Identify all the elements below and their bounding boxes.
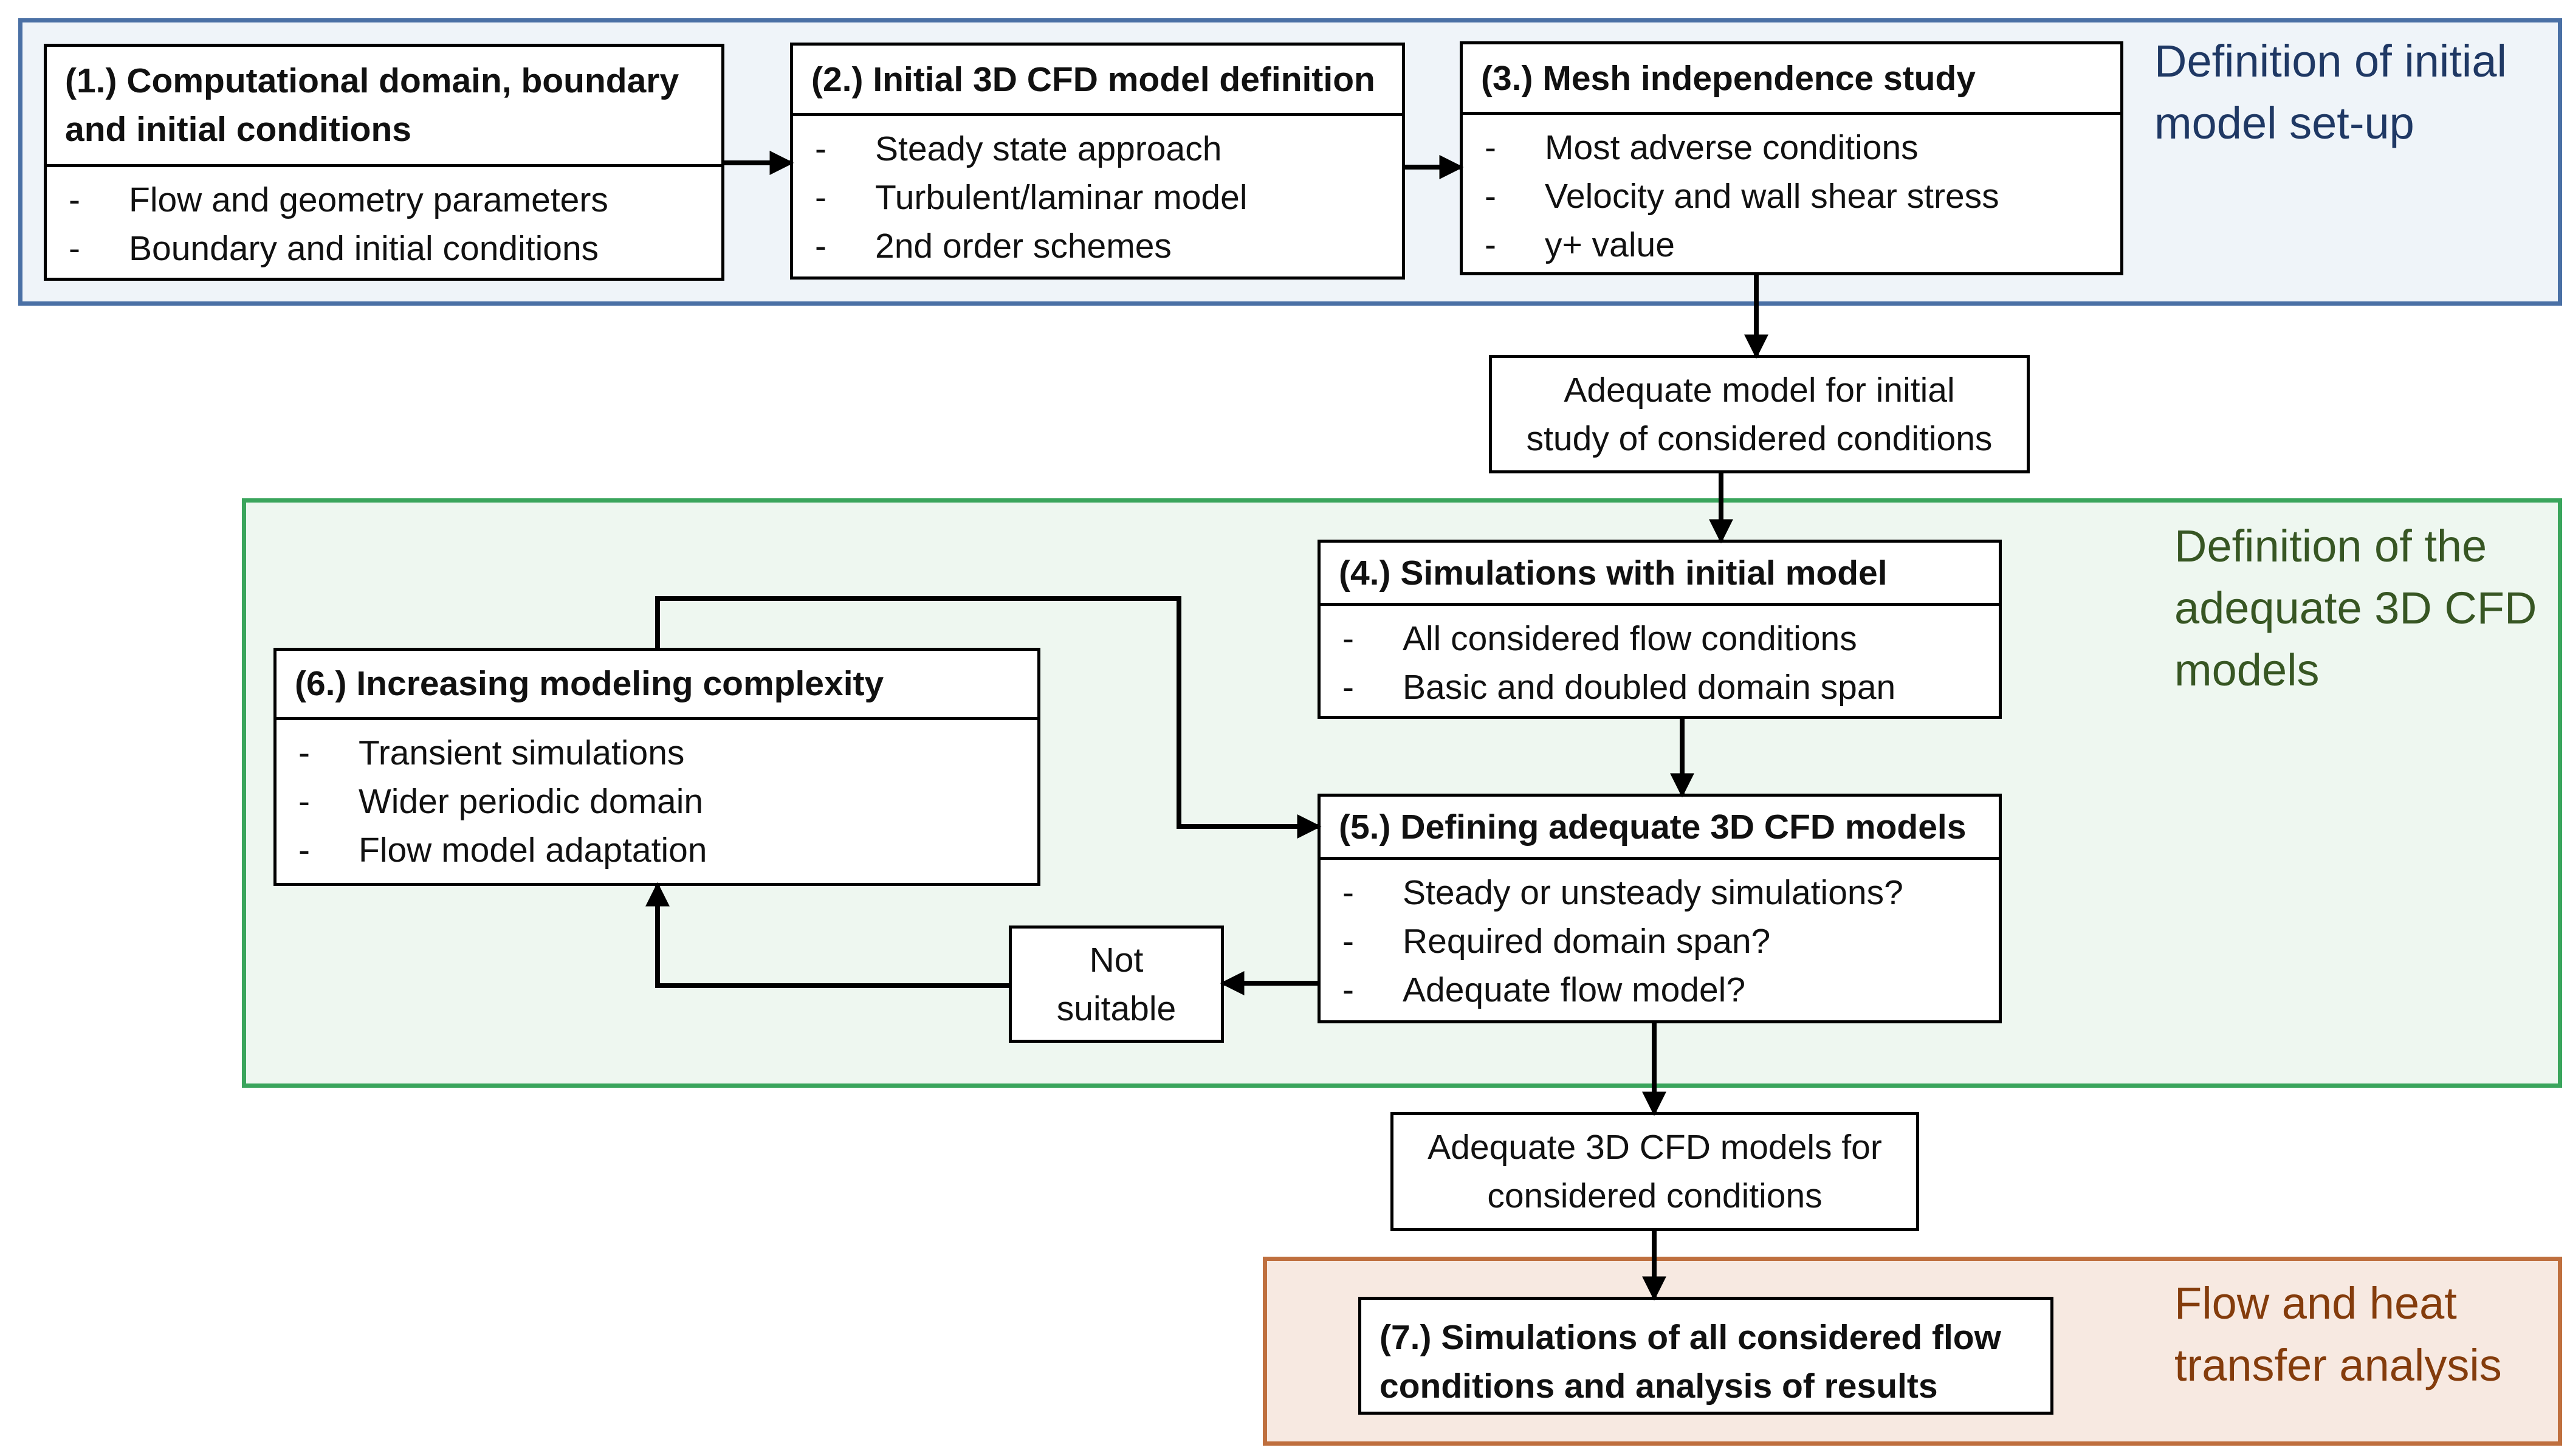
step-5-list: Steady or unsteady simulations? Required… [1321,860,1999,1019]
step-4-item: Basic and doubled domain span [1339,663,1981,712]
step-3-title: (3.) Mesh independence study [1463,44,2120,115]
step-6-item: Wider periodic domain [295,777,1019,826]
step-5-box: (5.) Defining adequate 3D CFD models Ste… [1318,794,2002,1023]
step-5-title: (5.) Defining adequate 3D CFD models [1321,797,1999,860]
step-4-item: All considered flow conditions [1339,614,1981,663]
step-4-title: (4.) Simulations with initial model [1321,543,1999,606]
step-6-item: Transient simulations [295,729,1019,777]
note-not-suitable: Not suitable [1009,925,1224,1043]
step-2-item: Turbulent/laminar model [811,173,1384,222]
step-6-item: Flow model adaptation [295,826,1019,874]
region-label-adequate-models: Definition of the adequate 3D CFD models [2174,521,2537,695]
step-7-title: (7.) Simulations of all considered flow … [1379,1318,2001,1406]
step-3-item: Most adverse conditions [1481,123,2102,172]
step-4-box: (4.) Simulations with initial model All … [1318,540,2002,719]
arrow-not-suitable-to-step6 [645,882,1009,988]
note-adequate-initial-model: Adequate model for initial study of cons… [1489,355,2030,473]
step-7-box: (7.) Simulations of all considered flow … [1358,1297,2053,1415]
step-5-item: Required domain span? [1339,917,1981,966]
step-5-item: Steady or unsteady simulations? [1339,868,1981,917]
step-6-box: (6.) Increasing modeling complexity Tran… [273,648,1040,886]
step-2-title: (2.) Initial 3D CFD model definition [793,46,1402,116]
region-label-initial-setup: Definition of initial model set-up [2154,36,2507,148]
step-1-list: Flow and geometry parameters Boundary an… [47,167,721,278]
step-1-item: Boundary and initial conditions [65,224,703,273]
step-3-box: (3.) Mesh independence study Most advers… [1460,41,2123,275]
step-2-item: Steady state approach [811,125,1384,173]
step-2-item: 2nd order schemes [811,222,1384,270]
step-5-item: Adequate flow model? [1339,966,1981,1014]
step-3-item: Velocity and wall shear stress [1481,172,2102,221]
step-4-list: All considered flow conditions Basic and… [1321,606,1999,716]
step-6-list: Transient simulations Wider periodic dom… [277,720,1037,879]
step-1-box: (1.) Computational domain, boundary and … [44,44,724,281]
arrow-step6-to-step5 [655,596,1322,839]
step-2-list: Steady state approach Turbulent/laminar … [793,116,1402,275]
step-1-title: (1.) Computational domain, boundary and … [47,47,721,167]
step-3-item: y+ value [1481,221,2102,269]
step-3-list: Most adverse conditions Velocity and wal… [1463,115,2120,274]
step-1-item: Flow and geometry parameters [65,176,703,224]
step-6-title: (6.) Increasing modeling complexity [277,651,1037,720]
region-label-analysis: Flow and heat transfer analysis [2174,1278,2502,1390]
